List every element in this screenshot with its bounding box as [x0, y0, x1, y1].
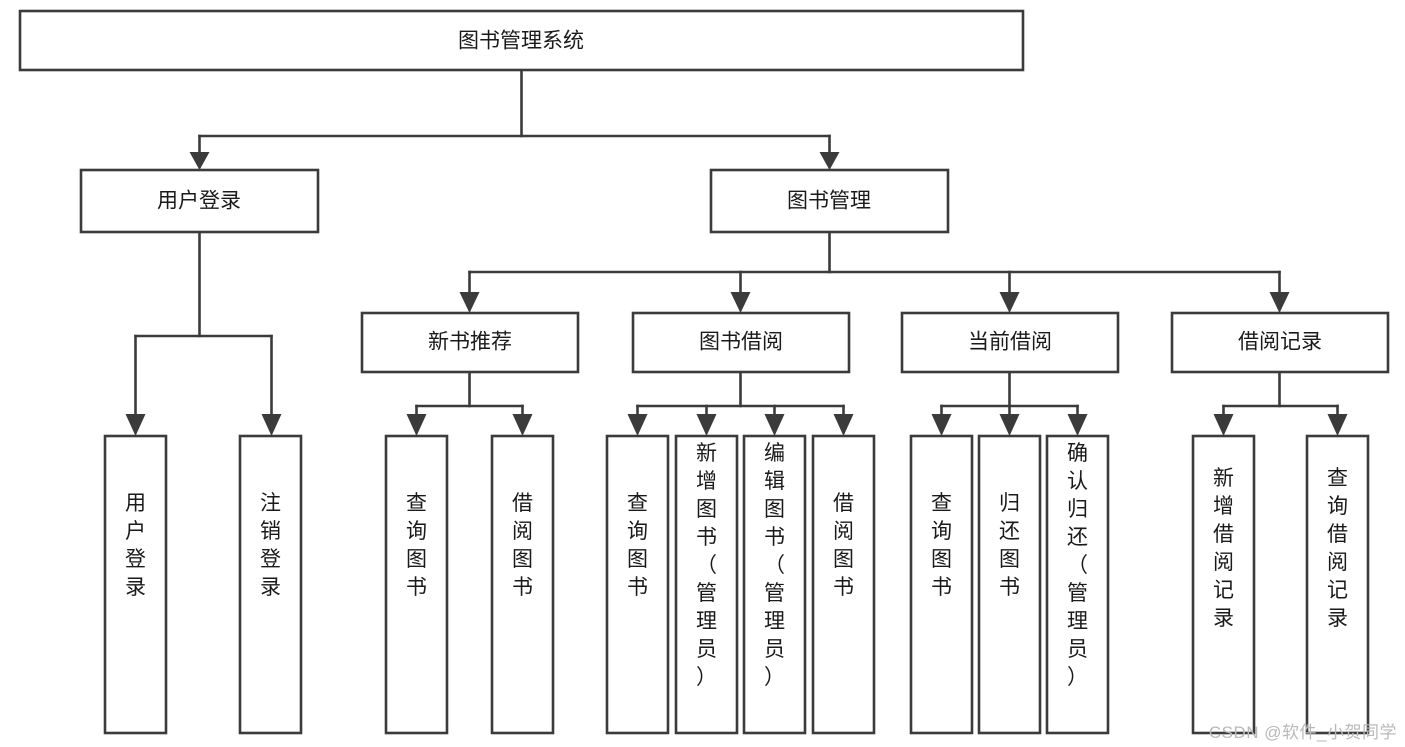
arrowhead-newbook	[459, 292, 480, 313]
node-leaf-2[interactable]: 注销登录	[238, 434, 303, 735]
node-root[interactable]: 图书管理系统	[18, 9, 1025, 72]
node-leaf-3-label: 查询图书	[406, 492, 427, 599]
arrowhead-record	[1269, 292, 1290, 313]
node-leaf-9[interactable]: 查询图书	[909, 434, 974, 735]
arrowhead-bookmgmt	[819, 152, 840, 170]
node-leaf-3[interactable]: 查询图书	[384, 434, 449, 735]
node-leaf-5-box[interactable]	[605, 434, 670, 735]
node-login-label: 用户登录	[157, 190, 241, 213]
node-current-box[interactable]	[900, 311, 1120, 374]
arrowhead-leaf-8	[833, 414, 854, 436]
node-newbook-box[interactable]	[360, 311, 580, 374]
node-borrow-label: 图书借阅	[699, 331, 783, 354]
node-leaf-6-box[interactable]	[674, 434, 739, 735]
arrowhead-leaf-1	[125, 414, 146, 436]
arrowhead-borrow	[730, 292, 751, 313]
node-leaf-1[interactable]: 用户登录	[103, 434, 168, 735]
node-leaf-11[interactable]: 确认归还（管理员）	[1045, 434, 1110, 735]
node-leaf-6-label: 新增图书（管理员）	[696, 442, 717, 689]
node-leaf-12-label: 新增借阅记录	[1213, 467, 1234, 630]
arrowhead-leaf-12	[1213, 414, 1234, 436]
node-leaf-8[interactable]: 借阅图书	[811, 434, 876, 735]
node-leaf-12[interactable]: 新增借阅记录	[1191, 434, 1256, 735]
node-leaf-7-box[interactable]	[742, 434, 807, 735]
node-leaf-2-label: 注销登录	[260, 492, 281, 599]
node-leaf-10-box[interactable]	[977, 434, 1042, 735]
arrowhead-leaf-11	[1067, 414, 1088, 436]
node-leaf-12-box[interactable]	[1191, 434, 1256, 735]
node-leaf-7[interactable]: 编辑图书（管理员）	[742, 434, 807, 735]
arrowhead-leaf-9	[931, 414, 952, 436]
node-leaf-4-label: 借阅图书	[512, 492, 533, 599]
node-leaf-1-box[interactable]	[103, 434, 168, 735]
node-leaf-8-box[interactable]	[811, 434, 876, 735]
node-leaf-8-label: 借阅图书	[833, 492, 854, 599]
node-leaf-6[interactable]: 新增图书（管理员）	[674, 434, 739, 735]
node-root-box[interactable]	[18, 9, 1025, 72]
node-bookmgmt[interactable]: 图书管理	[709, 168, 950, 234]
node-login[interactable]: 用户登录	[79, 168, 320, 234]
node-borrow[interactable]: 图书借阅	[631, 311, 851, 374]
node-leaf-10[interactable]: 归还图书	[977, 434, 1042, 735]
node-leaf-3-box[interactable]	[384, 434, 449, 735]
node-record[interactable]: 借阅记录	[1170, 311, 1390, 374]
leaf-nodes-layer: 用户登录 注销登录 查询图书 借阅图书 查询图书 新增图书（管理员）	[103, 434, 1370, 735]
arrowhead-leaf-5	[627, 414, 648, 436]
arrowhead-current	[999, 292, 1020, 313]
node-leaf-9-box[interactable]	[909, 434, 974, 735]
node-root-label: 图书管理系统	[458, 30, 584, 53]
node-leaf-11-label: 确认归还（管理员）	[1067, 442, 1088, 689]
node-leaf-10-label: 归还图书	[999, 492, 1020, 599]
node-login-box[interactable]	[79, 168, 320, 234]
node-leaf-4[interactable]: 借阅图书	[490, 434, 555, 735]
node-current-label: 当前借阅	[968, 331, 1052, 354]
arrowhead-leaf-6	[696, 414, 717, 436]
node-leaf-9-label: 查询图书	[931, 492, 952, 599]
arrowhead-leaf-3	[406, 414, 427, 436]
node-newbook[interactable]: 新书推荐	[360, 311, 580, 374]
node-leaf-7-label: 编辑图书（管理员）	[764, 442, 785, 689]
connectors-layer	[125, 68, 1348, 436]
arrowhead-leaf-7	[764, 414, 785, 436]
node-bookmgmt-label: 图书管理	[787, 190, 871, 213]
node-current[interactable]: 当前借阅	[900, 311, 1120, 374]
node-bookmgmt-box[interactable]	[709, 168, 950, 234]
node-leaf-11-box[interactable]	[1045, 434, 1110, 735]
node-newbook-label: 新书推荐	[428, 331, 512, 354]
node-leaf-13[interactable]: 查询借阅记录	[1305, 434, 1370, 735]
node-leaf-13-box[interactable]	[1305, 434, 1370, 735]
arrowhead-leaf-2	[261, 414, 282, 436]
node-record-label: 借阅记录	[1238, 331, 1322, 354]
node-leaf-5-label: 查询图书	[627, 492, 648, 599]
node-borrow-box[interactable]	[631, 311, 851, 374]
arrowhead-login	[189, 152, 210, 170]
node-leaf-1-label: 用户登录	[125, 492, 146, 599]
node-leaf-5[interactable]: 查询图书	[605, 434, 670, 735]
node-record-box[interactable]	[1170, 311, 1390, 374]
arrowhead-leaf-13	[1327, 414, 1348, 436]
node-leaf-2-box[interactable]	[238, 434, 303, 735]
node-leaf-13-label: 查询借阅记录	[1327, 467, 1348, 630]
arrowhead-leaf-10	[999, 414, 1020, 436]
node-leaf-4-box[interactable]	[490, 434, 555, 735]
arrowhead-leaf-4	[512, 414, 533, 436]
